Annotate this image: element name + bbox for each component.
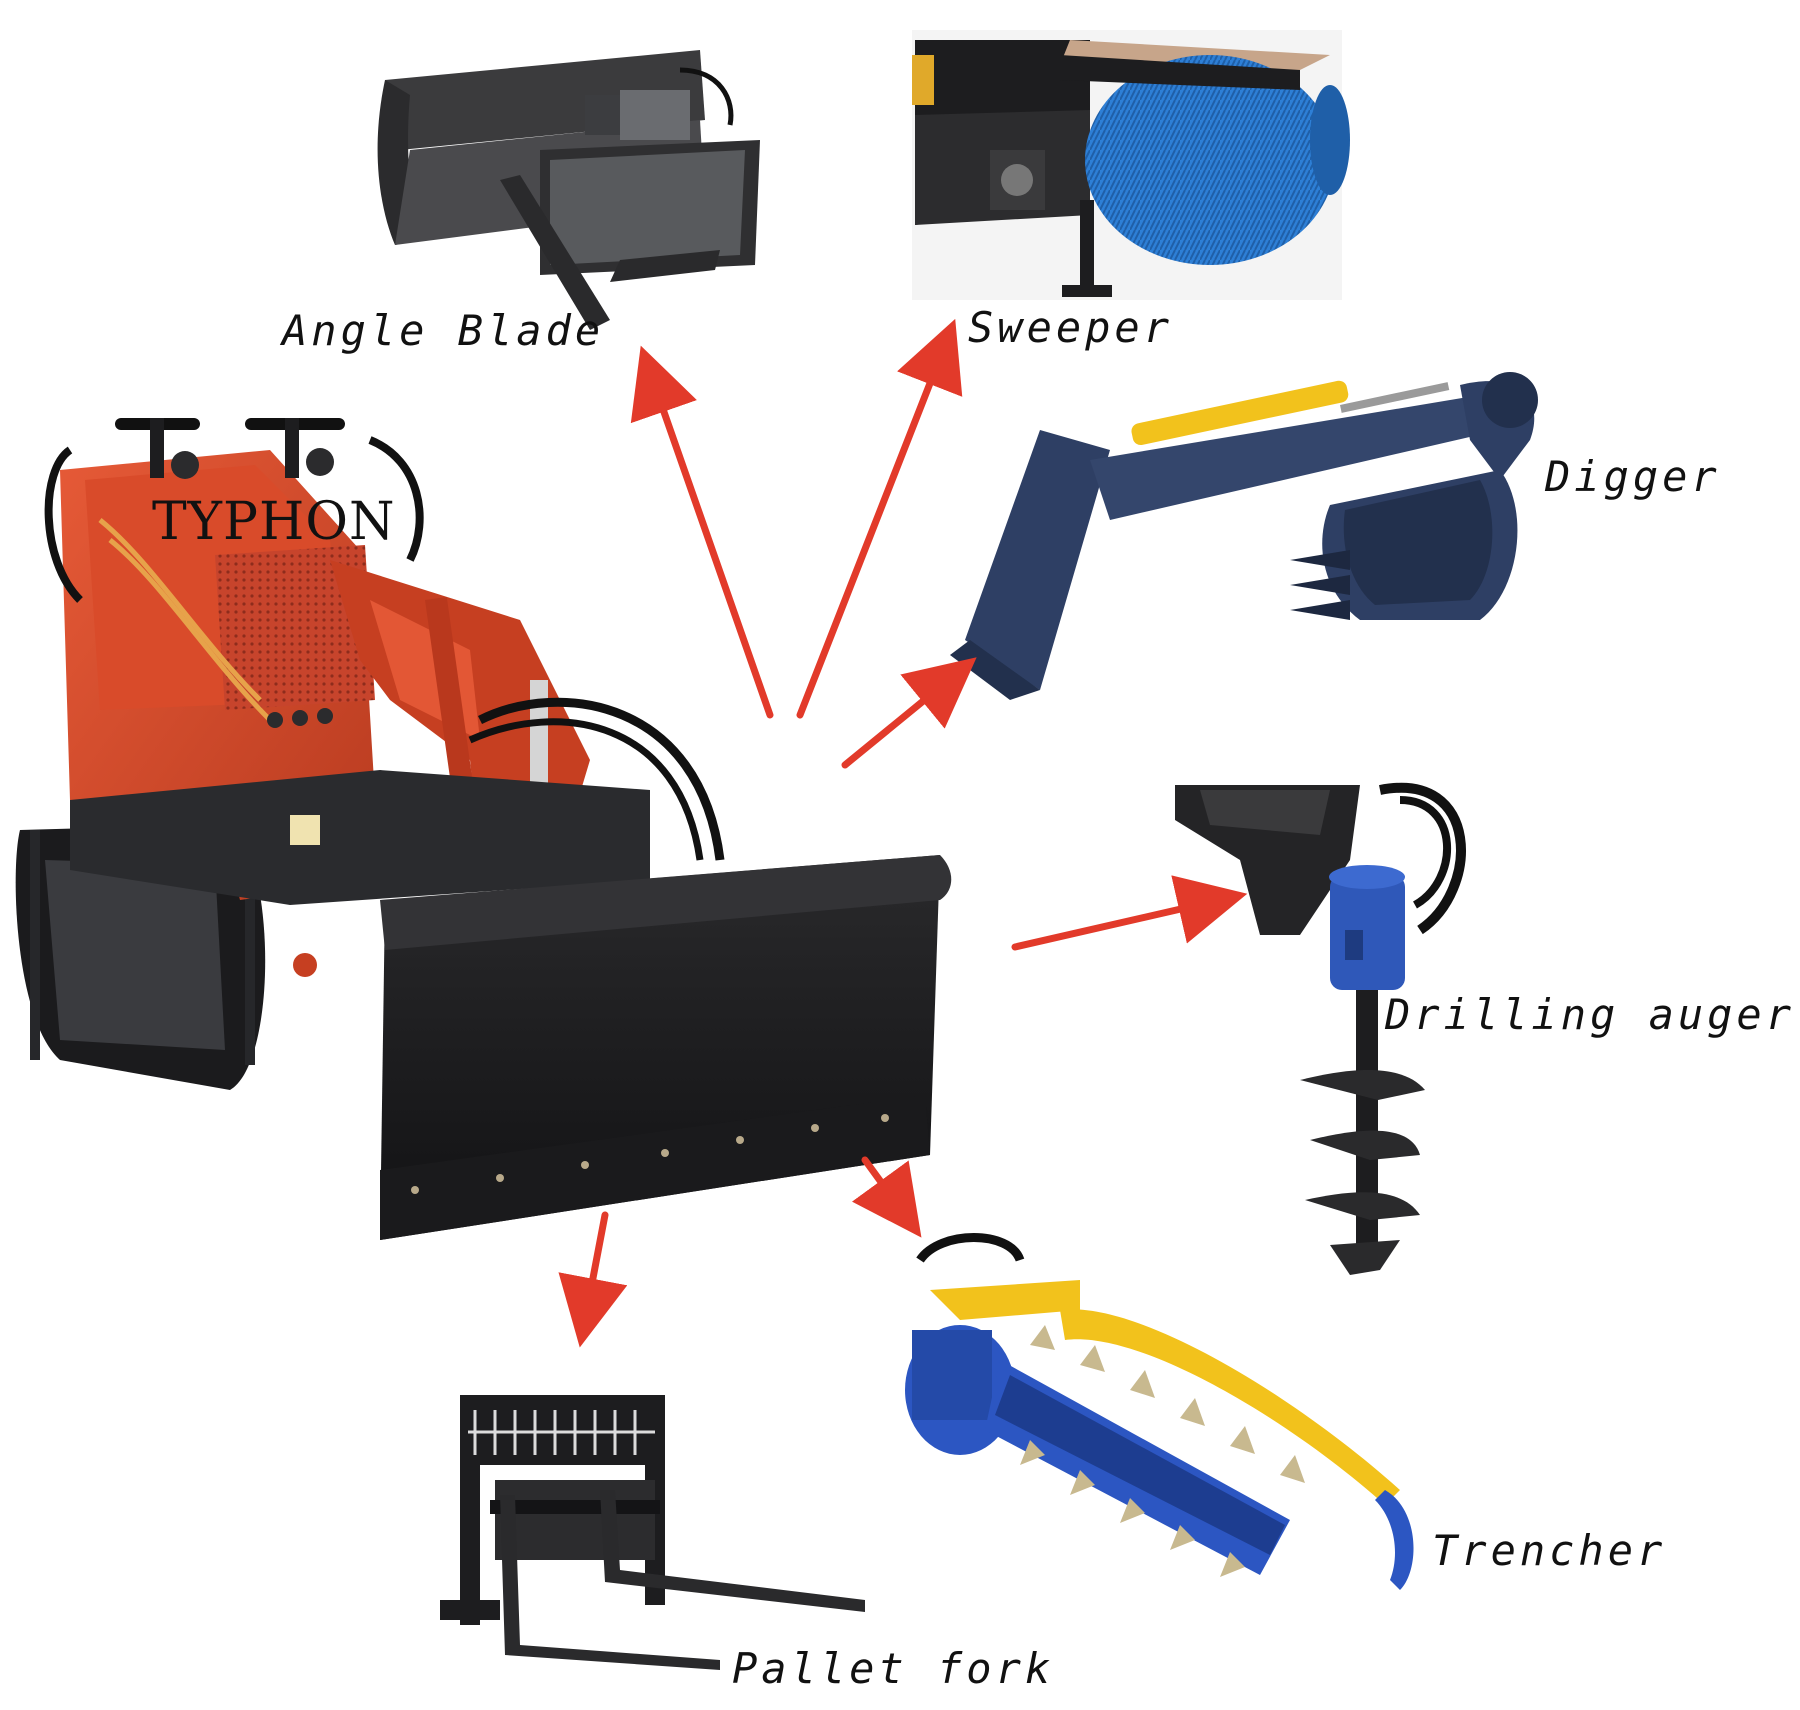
arrow-to-sweeper <box>796 318 963 719</box>
label-drilling-auger: Drilling auger <box>1385 990 1796 1039</box>
arrow-to-trencher <box>851 1156 922 1238</box>
arrow-to-drilling-auger <box>1011 875 1248 951</box>
label-pallet-fork: Pallet fork <box>732 1644 1055 1693</box>
pallet-fork-attachment <box>440 1395 865 1670</box>
arrow-to-pallet-fork <box>558 1211 628 1348</box>
arrow-to-digger <box>841 657 977 769</box>
brand-label: TYPHON <box>152 492 396 552</box>
digger-attachment <box>950 372 1538 700</box>
sweeper-attachment <box>912 30 1350 300</box>
label-digger: Digger <box>1545 452 1721 501</box>
label-sweeper: Sweeper <box>968 303 1174 352</box>
label-angle-blade: Angle Blade <box>282 306 605 355</box>
mini-loader-machine <box>15 418 952 1240</box>
label-trencher: Trencher <box>1432 1526 1667 1575</box>
arrow-to-angle-blade <box>630 345 774 719</box>
drilling-auger-attachment <box>1175 782 1466 1275</box>
angle-blade-attachment <box>377 50 760 330</box>
trencher-attachment <box>905 1233 1414 1590</box>
arrows <box>558 318 1248 1348</box>
